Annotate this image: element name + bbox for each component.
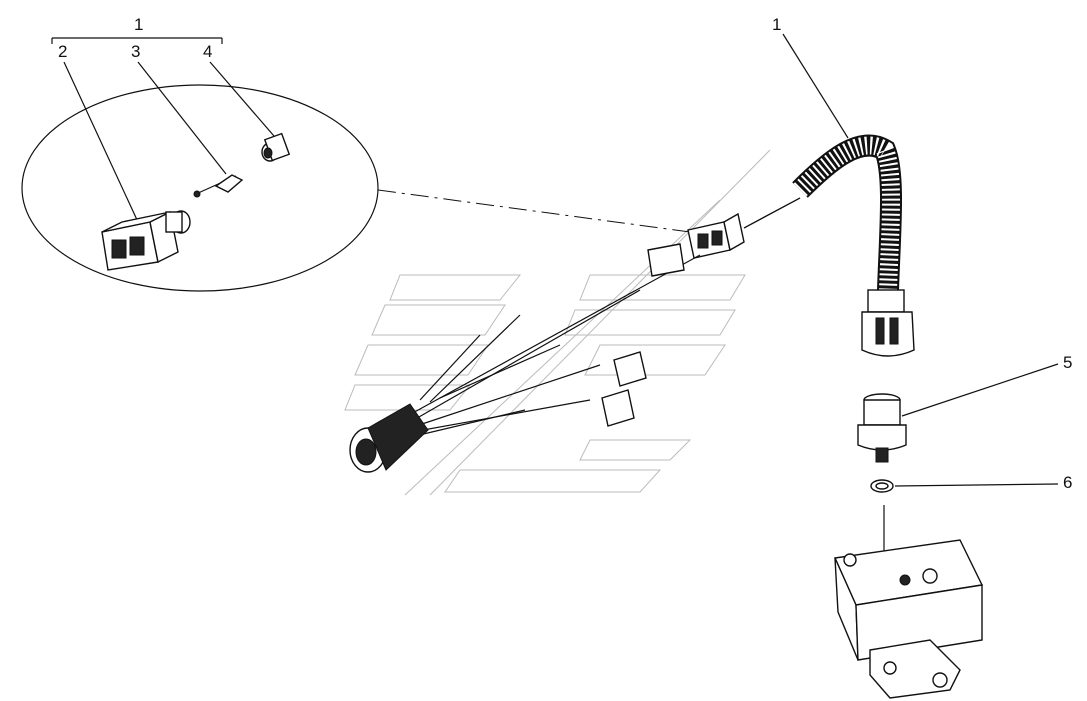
- callout-3: 3: [131, 42, 140, 61]
- wire-harness: [349, 243, 701, 473]
- terminal-pin-detail: [193, 174, 244, 198]
- valve-block: [833, 539, 984, 699]
- leader-lines: [63, 33, 1059, 487]
- seal-detail: [261, 132, 291, 162]
- pressure-sensor: [857, 393, 907, 463]
- callout-4: 4: [203, 42, 212, 61]
- group-bracket: [51, 37, 223, 44]
- callout-group-1: 1: [134, 15, 143, 34]
- callout-harness-1: 1: [772, 15, 781, 34]
- corrugated-cable: [792, 134, 915, 357]
- callout-5: 5: [1063, 353, 1072, 372]
- harness-connector: [687, 197, 801, 259]
- callout-2: 2: [58, 42, 67, 61]
- detail-ellipse: [21, 84, 379, 292]
- detail-leader: [377, 189, 691, 233]
- connector-housing-detail: [101, 210, 191, 271]
- callout-6: 6: [1063, 473, 1072, 492]
